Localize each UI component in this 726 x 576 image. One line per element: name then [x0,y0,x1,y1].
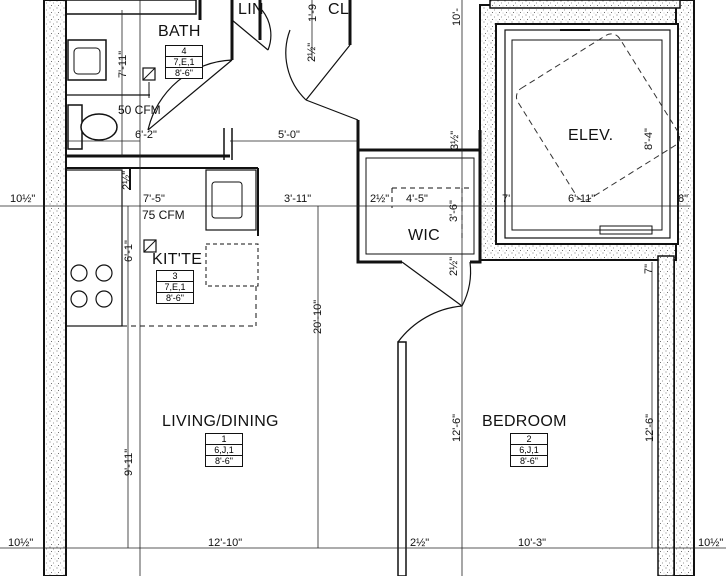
elevator-shaft [479,0,681,261]
room-tag-kitchen: 3 7,E,1 8'-6" [156,270,194,304]
dim-kitchen-depth: 6'-1" [123,240,135,262]
fan-label-bath: 50 CFM [118,103,161,117]
dim-wall-bottom-left: 10½" [8,537,34,549]
dim-hall-width: 5'-0" [278,129,300,141]
dim-small-f: 1'-9 [307,4,319,22]
dim-bath-height: 7'-11" [117,50,129,78]
dim-bedroom-depth-left: 12'-6" [451,413,463,442]
dim-living-length: 9'-11" [123,448,135,476]
room-label-living: LIVING/DINING [162,413,279,430]
kitchen-counter [65,167,259,327]
room-label-lin: LIN [238,1,264,18]
closet-door [285,29,351,101]
dim-wic-gap: 2½" [370,193,390,205]
tag-number: 3 [172,271,178,281]
bath-door-swing [147,59,233,131]
tag-height: 8'-6" [166,67,202,78]
tag-code: 7,E,1 [166,56,202,67]
dim-small-c: 2½" [121,170,133,190]
dim-kitchen-width: 7'-5" [143,193,165,205]
room-label-kitchen: KIT'TE [152,251,203,268]
exterior-wall-left [43,0,67,576]
dim-small-d: 2½" [448,256,460,276]
tag-code: 6,J,1 [206,444,242,455]
dim-small-h: 10'- [451,8,463,26]
tag-number: 4 [181,46,187,56]
dim-partition: 2½" [410,537,430,549]
dim-small-a: 2½" [306,42,318,62]
bedroom-right-wall [657,255,675,576]
room-label-bedroom: BEDROOM [482,413,567,430]
room-tag-living: 1 6,J,1 8'-6" [205,433,243,467]
toilet [67,104,118,150]
tag-code: 7,E,1 [157,281,193,292]
exhaust-fan-kitchen [143,239,157,253]
room-label-wic: WIC [408,227,441,244]
dim-wic-width: 4'-5" [406,193,428,205]
hall-door [305,99,359,121]
dim-elev-depth: 8'-4" [643,128,655,150]
dim-wall-right: 8" [678,193,689,205]
room-label-elev: ELEV. [568,127,614,144]
tag-height: 8'-6" [157,292,193,303]
sink [67,39,107,81]
exhaust-fan-bath [142,67,156,98]
bedroom-partition [397,260,482,576]
linen-door [231,9,272,51]
dim-bath-width: 6'-2" [135,129,157,141]
bathroom-walls [65,0,352,158]
dim-wall-bottom-right: 10½" [698,537,724,549]
room-label-cl: CL [328,1,350,18]
tag-height: 8'-6" [206,455,242,466]
tag-height: 8'-6" [511,455,547,466]
tag-number: 1 [221,434,227,444]
dim-bedroom-width: 10'-3" [518,537,547,549]
tag-number: 2 [526,434,532,444]
wic-door [401,261,472,307]
dim-small-b: 3½" [449,130,461,150]
dim-elev-width: 6'-11" [568,193,596,205]
room-label-bath: BATH [158,23,201,40]
room-tag-bedroom: 2 6,J,1 8'-6" [510,433,548,467]
dim-wall-left: 10½" [10,193,36,205]
dim-living-depth: 20'-10" [312,299,324,334]
dim-hall-width-2: 3'-11" [284,193,312,205]
dim-bedroom-depth-right: 12'-6" [644,413,656,442]
dim-wic-depth: 3'-6" [448,200,460,222]
fan-label-kitchen: 75 CFM [142,208,185,222]
dim-elev-small: 7' [502,193,511,205]
stove-burners [70,264,113,308]
dim-living-width: 12'-10" [208,537,243,549]
dim-small-g: 7" [643,263,655,274]
tag-code: 6,J,1 [511,444,547,455]
room-tag-bath: 4 7,E,1 8'-6" [165,45,203,79]
